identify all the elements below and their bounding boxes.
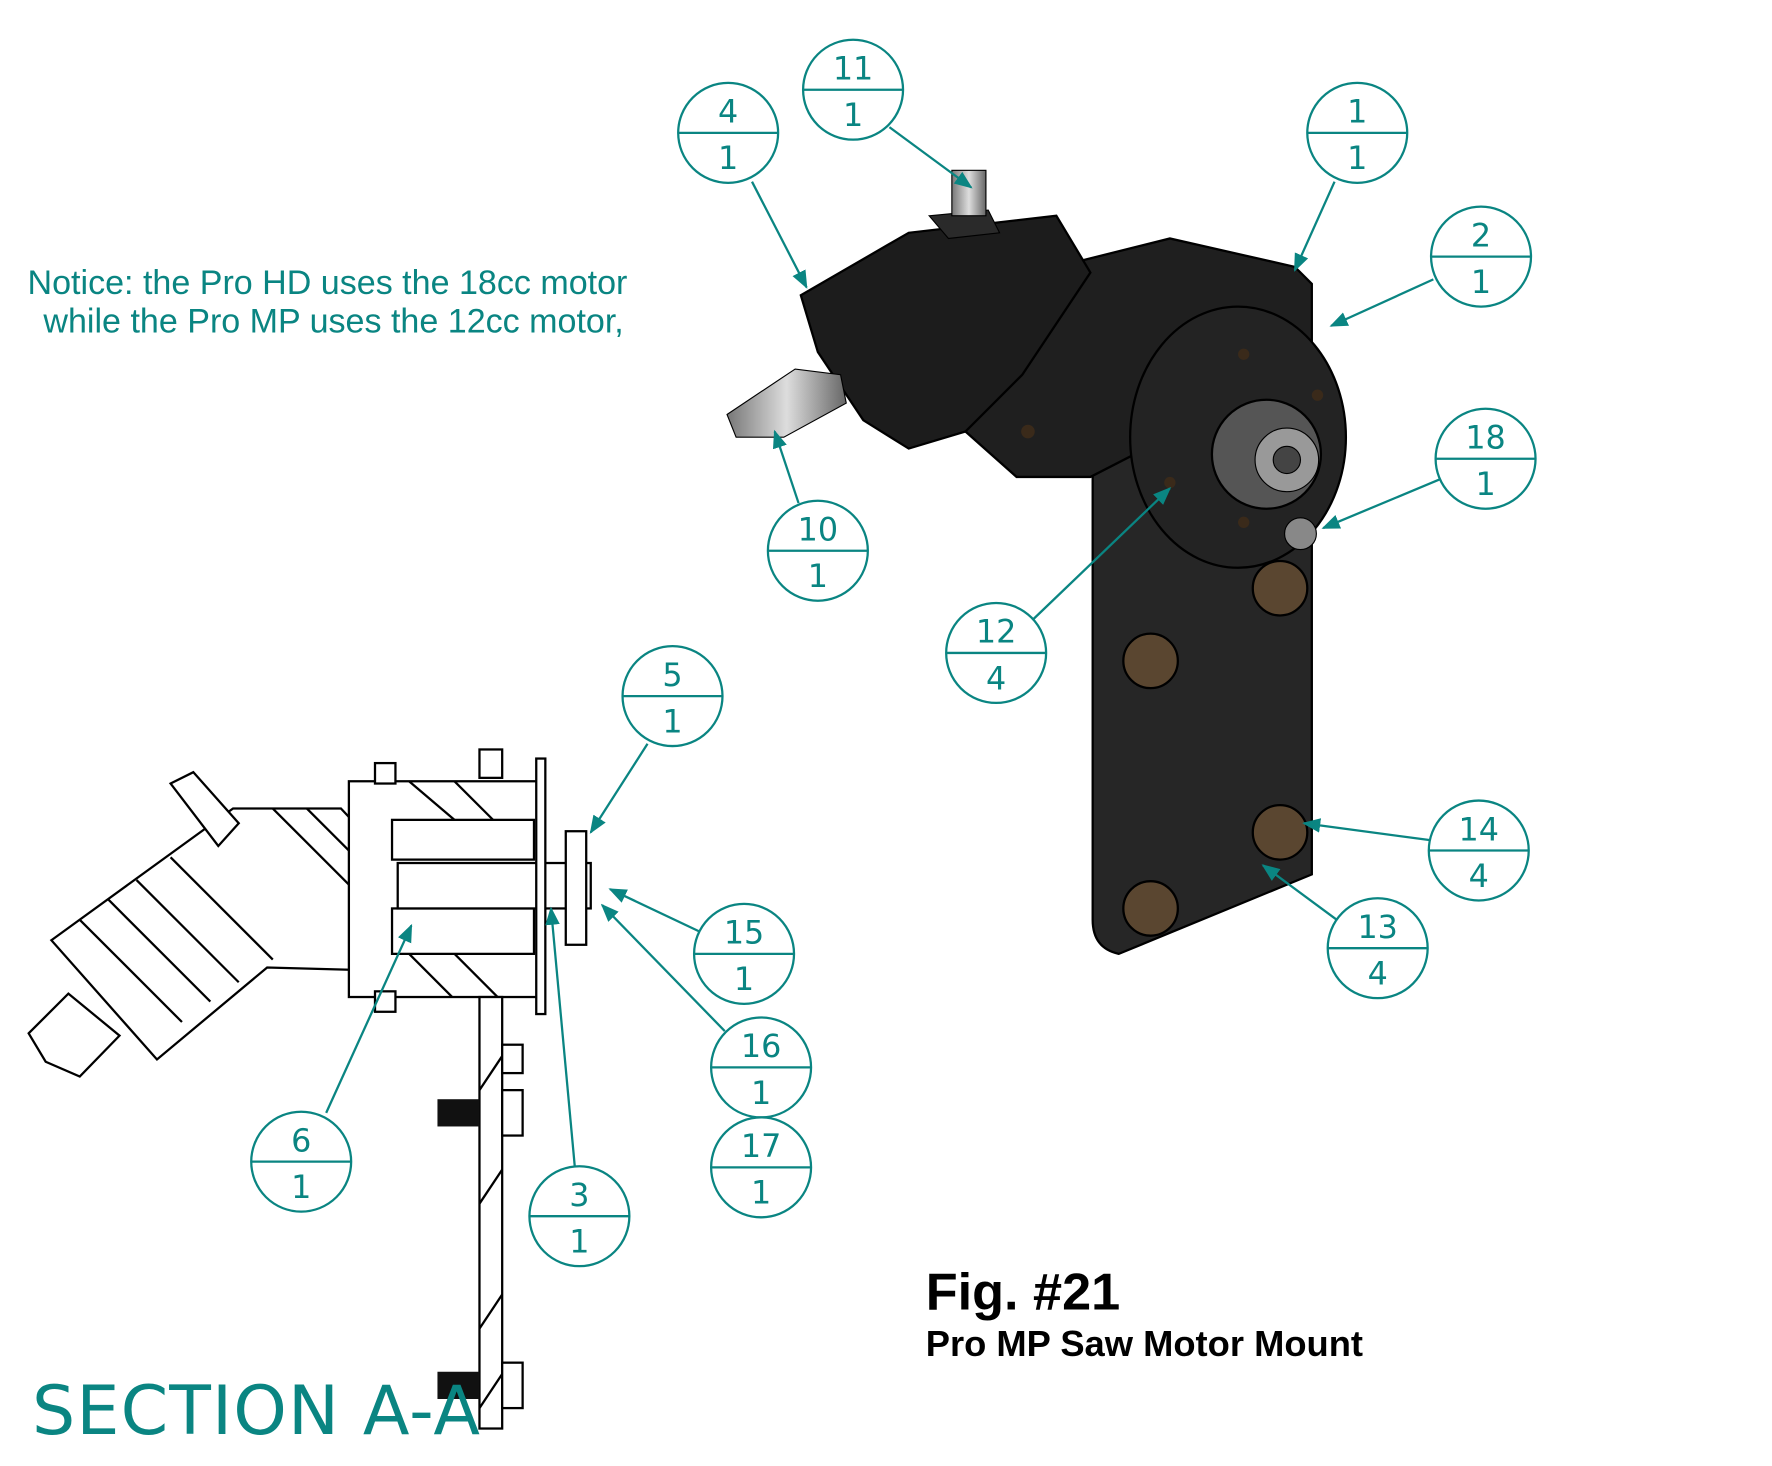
balloon-item-18: 181: [1321, 407, 1537, 530]
notice-line-1: Notice: the Pro HD uses the 18cc motor: [28, 264, 628, 302]
balloon-item-14: 144: [1302, 799, 1530, 902]
section-label: SECTION A-A: [32, 1372, 481, 1451]
balloon-item-number: 15: [724, 915, 764, 952]
leader-arrow: [608, 888, 700, 933]
balloon-quantity: 1: [751, 1175, 771, 1212]
balloon-item-16: 16 1: [600, 903, 813, 1119]
balloon-item-number: 10: [798, 512, 838, 549]
balloon-item-number: 13: [1357, 909, 1397, 946]
balloon-quantity: 1: [843, 97, 863, 134]
section-a-a-view: [27, 748, 592, 1430]
balloon-item-11: 111: [801, 38, 973, 189]
balloon-quantity: 1: [291, 1169, 311, 1206]
balloon-item-number: 17: [741, 1128, 781, 1165]
balloon-item-15: 151: [608, 888, 796, 1005]
leader-arrow: [600, 903, 726, 1032]
leader-arrow: [1321, 478, 1441, 530]
balloon-item-4: 41: [677, 81, 808, 289]
balloon-item-number: 18: [1465, 420, 1505, 457]
balloon-quantity: 1: [808, 558, 828, 595]
balloon-quantity: 4: [1368, 956, 1388, 993]
balloon-quantity: 1: [662, 703, 682, 740]
motor-mount-3d-view: [726, 169, 1348, 956]
balloon-item-5: 51: [589, 644, 724, 834]
balloon-item-number: 4: [718, 94, 738, 131]
leader-arrow: [589, 743, 649, 834]
leader-arrow: [325, 923, 413, 1114]
balloon-quantity: 1: [1347, 140, 1367, 177]
leader-arrow: [1032, 487, 1172, 620]
balloon-item-number: 14: [1459, 811, 1499, 848]
leader-arrow: [772, 429, 800, 504]
balloon-item-3: 31: [528, 906, 631, 1268]
figure-title: Fig. #21: [926, 1263, 1120, 1321]
leader-arrow: [1329, 278, 1434, 327]
leader-arrow: [545, 906, 576, 1168]
balloon-item-6: 61: [250, 923, 413, 1213]
balloon-item-2: 21: [1329, 205, 1533, 327]
balloon-item-13: 134: [1261, 864, 1429, 1000]
balloon-quantity: 1: [751, 1075, 771, 1112]
balloon-quantity: 1: [1471, 264, 1491, 301]
balloon-item-number: 6: [291, 1122, 311, 1159]
balloon-item-12: 124: [945, 487, 1172, 705]
balloon-item-10: 101: [766, 429, 869, 602]
balloon-quantity: 1: [718, 140, 738, 177]
figure-subtitle: Pro MP Saw Motor Mount: [926, 1323, 1363, 1364]
balloon-item-number: 12: [976, 614, 1016, 651]
balloon-quantity: 4: [986, 660, 1006, 697]
leader-arrow: [888, 126, 973, 189]
balloon-item-1: 11: [1293, 81, 1409, 272]
notice-line-2: while the Pro MP uses the 12cc motor,: [42, 303, 623, 341]
balloon-item-number: 16: [741, 1028, 781, 1065]
balloon-item-number: 1: [1347, 94, 1367, 131]
balloon-quantity: 1: [1475, 466, 1495, 503]
leader-arrow: [1261, 864, 1338, 921]
balloon-item-number: 11: [833, 50, 873, 87]
balloon-item-17: 171: [709, 1116, 813, 1219]
balloon-quantity: 4: [1469, 858, 1489, 895]
leader-arrow: [1293, 181, 1336, 272]
balloon-item-number: 3: [569, 1177, 589, 1214]
balloon-quantity: 1: [569, 1224, 589, 1261]
leader-arrow: [1302, 818, 1432, 842]
balloon-item-number: 5: [662, 657, 682, 694]
balloon-item-number: 2: [1471, 217, 1491, 254]
leader-arrow: [750, 181, 808, 289]
balloon-quantity: 1: [734, 961, 754, 998]
